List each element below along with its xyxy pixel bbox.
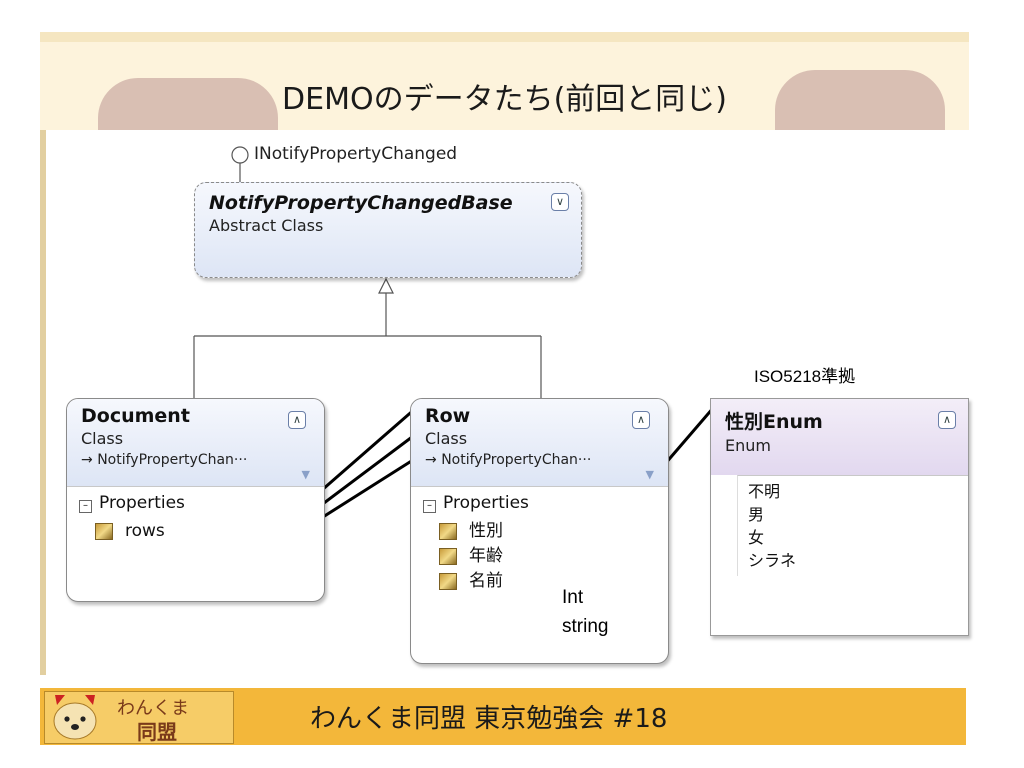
enum-values-list: 不明 男 女 シラネ bbox=[737, 475, 968, 576]
name-type-annotation: string bbox=[562, 616, 609, 637]
collapse-chevron-icon[interactable]: ∧ bbox=[288, 411, 306, 429]
slide-header: DEMOのデータたち(前回と同じ) bbox=[40, 32, 969, 130]
row-header: Row Class → NotifyPropertyChan··· ▼ bbox=[411, 399, 668, 486]
iso-annotation: ISO5218準拠 bbox=[754, 367, 856, 386]
enum-value[interactable]: 女 bbox=[748, 528, 765, 547]
property-icon bbox=[439, 547, 457, 565]
base-class-type: Abstract Class bbox=[209, 216, 324, 235]
enum-type: Enum bbox=[725, 436, 771, 455]
slide-title: DEMOのデータたち(前回と同じ) bbox=[282, 82, 727, 117]
property-row[interactable]: 名前 bbox=[439, 569, 668, 594]
row-class-box[interactable]: Row Class → NotifyPropertyChan··· ▼ ∧ –P… bbox=[410, 398, 669, 664]
row-class-type: Class bbox=[425, 429, 468, 448]
collapse-chevron-icon[interactable]: ∧ bbox=[938, 411, 956, 429]
decor-blob-left bbox=[98, 78, 278, 130]
row-inherits: → NotifyPropertyChan··· bbox=[425, 452, 592, 468]
row-properties-section[interactable]: –Properties bbox=[411, 486, 668, 519]
minus-expander-icon[interactable]: – bbox=[423, 500, 436, 513]
inheritance-arrowhead bbox=[378, 277, 394, 294]
document-class-name: Document bbox=[81, 405, 190, 427]
property-icon bbox=[439, 572, 457, 590]
row-class-name: Row bbox=[425, 405, 471, 427]
gender-enum-box[interactable]: 性別Enum Enum ∧ 不明 男 女 シラネ bbox=[710, 398, 969, 636]
base-class-box[interactable]: NotifyPropertyChangedBase Abstract Class… bbox=[194, 182, 582, 278]
property-icon bbox=[439, 522, 457, 540]
collapse-chevron-icon[interactable]: ∨ bbox=[551, 193, 569, 211]
document-class-type: Class bbox=[81, 429, 124, 448]
interface-label: INotifyPropertyChanged bbox=[254, 144, 458, 164]
property-icon bbox=[95, 522, 113, 540]
logo-text-top: わんくま bbox=[117, 698, 189, 719]
interface-lollipop-icon bbox=[231, 146, 249, 164]
class-diagram: INotifyPropertyChanged NotifyPropertyCha… bbox=[46, 130, 970, 675]
document-class-box[interactable]: Document Class → NotifyPropertyChan··· ▼… bbox=[66, 398, 325, 602]
enum-name: 性別Enum bbox=[725, 411, 823, 433]
footer-text: わんくま同盟 東京勉強会 #18 bbox=[310, 704, 668, 734]
logo-text-bottom: 同盟 bbox=[137, 720, 177, 744]
left-accent-bar bbox=[40, 130, 46, 675]
filter-icon: ▼ bbox=[645, 468, 654, 481]
enum-value[interactable]: 男 bbox=[748, 505, 765, 524]
wankuma-logo: わんくま 同盟 bbox=[44, 691, 234, 744]
enum-value[interactable]: 不明 bbox=[748, 482, 781, 501]
property-row[interactable]: rows bbox=[95, 519, 324, 544]
age-type-annotation: Int bbox=[562, 587, 584, 608]
enum-value[interactable]: シラネ bbox=[748, 551, 797, 570]
bear-logo-icon bbox=[53, 695, 97, 740]
filter-icon: ▼ bbox=[301, 468, 310, 481]
document-header: Document Class → NotifyPropertyChan··· ▼ bbox=[67, 399, 324, 486]
base-class-name: NotifyPropertyChangedBase bbox=[209, 192, 513, 214]
collapse-chevron-icon[interactable]: ∧ bbox=[632, 411, 650, 429]
enum-header: 性別Enum Enum bbox=[711, 399, 968, 475]
header-band bbox=[40, 32, 969, 42]
document-inherits: → NotifyPropertyChan··· bbox=[81, 452, 248, 468]
property-row[interactable]: 年齢 bbox=[439, 544, 668, 569]
property-row[interactable]: 性別 bbox=[439, 519, 668, 544]
decor-blob-right bbox=[775, 70, 945, 130]
minus-expander-icon[interactable]: – bbox=[79, 500, 92, 513]
slide-footer: わんくま 同盟 わんくま同盟 東京勉強会 #18 bbox=[40, 688, 966, 745]
document-properties-section[interactable]: –Properties bbox=[67, 486, 324, 519]
